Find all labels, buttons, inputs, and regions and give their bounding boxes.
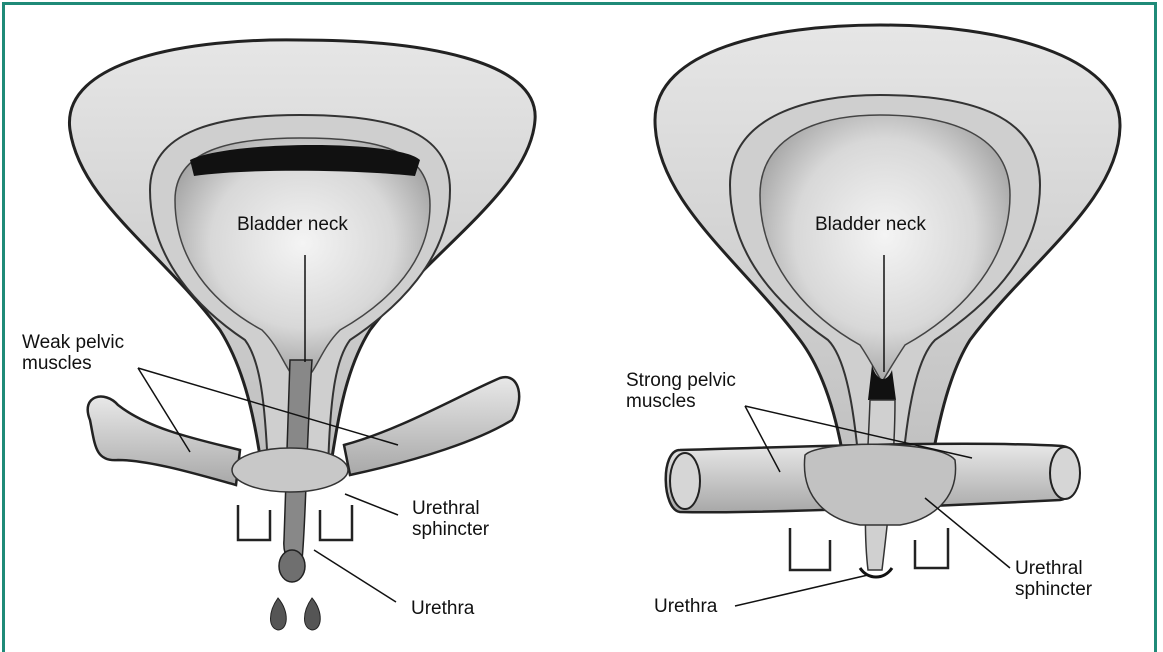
left-bladder-neck-text: Bladder neck xyxy=(237,214,348,235)
left-floor-bracket-left xyxy=(238,505,270,540)
left-label-urethra: Urethra xyxy=(411,598,474,619)
right-pelvic-muscles-line1: Strong pelvic xyxy=(626,370,736,391)
left-urethra-text: Urethra xyxy=(411,598,474,619)
left-sphincter-line2: sphincter xyxy=(412,519,489,540)
left-urethral-sphincter xyxy=(232,448,348,492)
right-pelvic-muscles-line2: muscles xyxy=(626,391,736,412)
right-urethral-sphincter xyxy=(804,444,955,525)
right-bladder-neck-text: Bladder neck xyxy=(815,214,926,235)
right-label-pelvic-muscles: Strong pelvic muscles xyxy=(626,370,736,412)
right-label-bladder-neck: Bladder neck xyxy=(815,214,926,235)
left-leak-drop-2 xyxy=(305,598,321,630)
left-leak-drop-1 xyxy=(271,598,287,630)
right-bladder-diagram xyxy=(655,25,1120,577)
left-label-urethral-sphincter: Urethral sphincter xyxy=(412,498,489,540)
right-floor-bracket-right xyxy=(915,528,948,568)
right-bone-end-left xyxy=(670,453,700,509)
right-bone-end-right xyxy=(1050,447,1080,499)
right-sphincter-line2: sphincter xyxy=(1015,579,1092,600)
right-bladder-cavity xyxy=(760,115,1010,382)
right-floor-bracket-left xyxy=(790,528,830,570)
right-label-urethral-sphincter: Urethral sphincter xyxy=(1015,558,1092,600)
left-floor-bracket-right xyxy=(320,505,352,540)
right-sphincter-line1: Urethral xyxy=(1015,558,1092,579)
right-urethra-text: Urethra xyxy=(654,596,717,617)
right-label-urethra: Urethra xyxy=(654,596,717,617)
left-pelvic-muscles-line1: Weak pelvic xyxy=(22,332,124,353)
left-bladder-diagram xyxy=(69,40,535,630)
left-urethra-drop xyxy=(279,550,305,582)
left-label-pelvic-muscles: Weak pelvic muscles xyxy=(22,332,124,374)
left-sphincter-line1: Urethral xyxy=(412,498,489,519)
left-pelvic-muscles-line2: muscles xyxy=(22,353,124,374)
left-pelvic-bone-right xyxy=(344,377,519,475)
left-label-bladder-neck: Bladder neck xyxy=(237,214,348,235)
